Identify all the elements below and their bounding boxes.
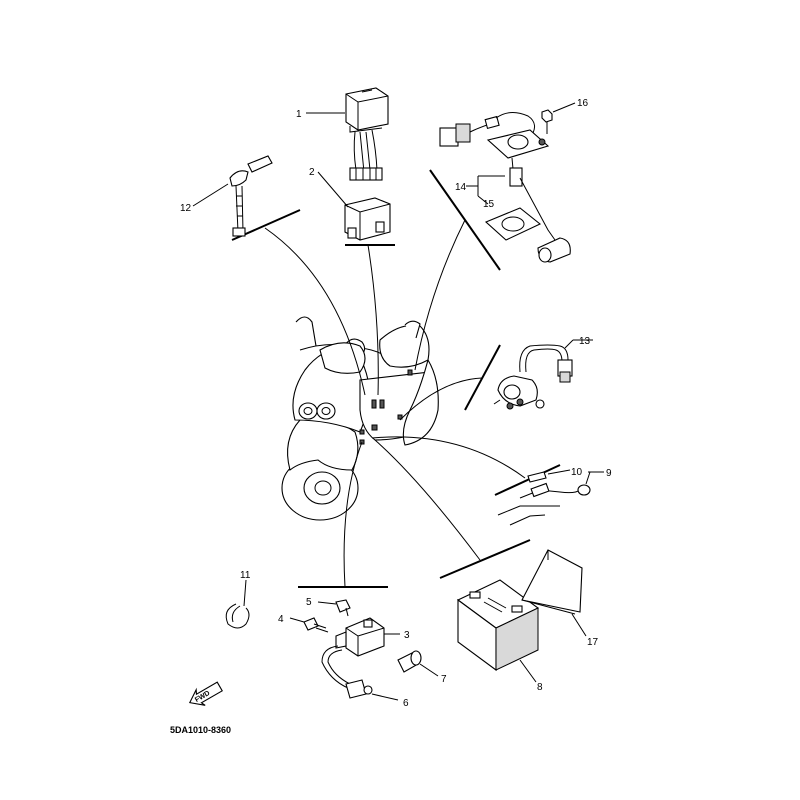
starter-relay-part [493, 339, 593, 410]
connector-lines [231, 169, 561, 588]
callout-13: 13 [579, 336, 591, 347]
scooter-outline [281, 316, 439, 521]
fuel-sender-part [439, 102, 576, 263]
callout-1: 1 [296, 109, 302, 120]
spark-plug-cap-part [192, 155, 273, 237]
callout-3: 3 [404, 630, 410, 641]
callout-11: 11 [240, 570, 251, 581]
callout-9: 9 [606, 468, 612, 479]
battery-part [456, 579, 540, 683]
callout-10: 10 [571, 467, 583, 478]
callout-4: 4 [278, 614, 284, 625]
fuse-holder-part [497, 469, 604, 526]
callout-5: 5 [306, 597, 312, 608]
callout-labels: 1 2 3 4 5 6 7 8 9 10 11 12 13 14 15 16 1… [180, 98, 612, 709]
callout-17: 17 [587, 637, 599, 648]
clip-part [225, 579, 250, 629]
callout-14: 14 [455, 182, 467, 193]
relay-part [317, 171, 391, 241]
battery-cover-part [521, 549, 587, 637]
callout-6: 6 [403, 698, 409, 709]
drawing-code: 5DA1010-8360 [170, 725, 231, 735]
cdi-unit-part [306, 87, 389, 181]
callout-12: 12 [180, 203, 192, 214]
fwd-arrow-icon: FWD [188, 681, 223, 706]
callout-8: 8 [537, 682, 543, 693]
callout-16: 16 [577, 98, 589, 109]
callout-15: 15 [483, 199, 495, 210]
callout-2: 2 [309, 167, 315, 178]
ignition-coil-part [289, 599, 439, 701]
callout-7: 7 [441, 674, 447, 685]
